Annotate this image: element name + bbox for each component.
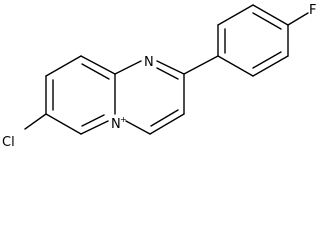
pyridine-ring: [45, 55, 116, 135]
bond-ph-c4-f: [287, 12, 309, 26]
bond-c3-c4: [149, 113, 185, 135]
bond-c8a-c8-inner: [81, 63, 110, 80]
chemical-structure: N N + F Cl: [2, 3, 316, 150]
bond-ph-c3-c4: [252, 4, 289, 26]
bond-n1-c2-inner: [156, 67, 179, 80]
bond-c6-c5: [45, 113, 82, 135]
bond-c7-cl: [24, 113, 47, 130]
bond-ph-c5-c6: [252, 55, 289, 77]
bond-c8a-n1: [114, 60, 142, 75]
bond-ph-c5-c6-inner: [252, 51, 282, 69]
bond-c8a-c8: [80, 55, 116, 75]
ring-nitrogen-label: N: [144, 55, 154, 70]
fluorophenyl-ring: [183, 4, 309, 77]
bond-c3-c4-inner: [150, 109, 179, 127]
pyrimidine-ring: [114, 60, 185, 135]
bond-ph-c3-c4-inner: [252, 12, 282, 30]
bond-c8-c7: [45, 55, 82, 77]
bond-n1-c2: [156, 60, 185, 75]
bridgehead-nitrogen-label: N: [111, 117, 121, 132]
fluorine-label: F: [309, 3, 316, 18]
bond-c2-ipso: [183, 55, 219, 75]
bond-ph-c2-c3: [217, 4, 254, 26]
bond-c5-n4-inner: [81, 114, 105, 127]
bond-c5-n4: [80, 120, 109, 135]
bond-ph-c6-c1: [217, 55, 254, 77]
bond-c4-n4: [125, 120, 151, 135]
chlorine-label: Cl: [2, 135, 15, 150]
positive-charge-label: +: [120, 115, 127, 124]
